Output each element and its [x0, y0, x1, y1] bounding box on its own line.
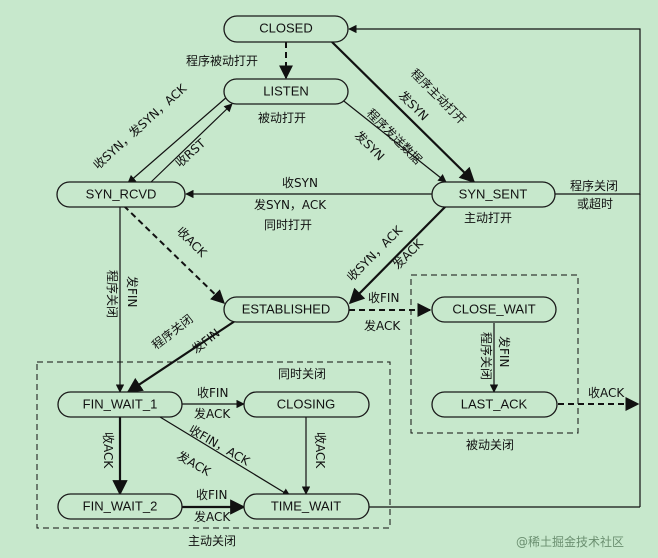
state-fin-wait-2: FIN_WAIT_2 — [57, 493, 183, 520]
label-passive-open-2: 被动打开 — [258, 111, 306, 125]
label-prog-close-timeout-1: 程序关闭 — [570, 178, 618, 193]
label-recv-ack-4: 收ACK — [313, 432, 327, 469]
label-recv-ack-2: 收ACK — [588, 386, 625, 400]
label-send-ack-5: 发ACK — [194, 509, 231, 524]
state-fin-wait-1-label: FIN_WAIT_1 — [83, 396, 158, 411]
label-recv-ack-1: 收ACK — [174, 224, 210, 260]
passive-close-box — [410, 274, 579, 434]
active-close-box — [36, 361, 391, 529]
state-closed-label: CLOSED — [259, 20, 312, 35]
edge-synrcvd-established — [123, 205, 226, 304]
label-send-ack-4: 发ACK — [175, 448, 215, 480]
state-last-ack-label: LAST_ACK — [461, 396, 528, 411]
edge-synrcvd-listen — [149, 103, 233, 184]
state-established: ESTABLISHED — [223, 296, 350, 323]
label-passive-open: 程序被动打开 — [186, 53, 258, 68]
label-recv-ack-3: 收ACK — [101, 432, 115, 469]
label-send-ack-3: 发ACK — [194, 406, 231, 421]
edge-synsent-closed — [348, 24, 641, 195]
label-recv-fin-3: 收FIN — [196, 488, 227, 502]
state-listen: LISTEN — [223, 78, 349, 105]
label-send-fin-1: 发FIN — [125, 276, 140, 307]
label-recv-synack: 收SYN，ACK — [344, 222, 406, 284]
label-recv-fin-1: 收FIN — [368, 291, 399, 305]
state-last-ack: LAST_ACK — [431, 391, 558, 418]
state-established-label: ESTABLISHED — [242, 301, 331, 316]
label-prog-close-1: 程序关闭 — [105, 270, 120, 318]
label-prog-close-timeout-2: 或超时 — [577, 196, 613, 211]
state-time-wait: TIME_WAIT — [243, 493, 370, 520]
state-syn-rcvd-label: SYN_RCVD — [86, 186, 157, 201]
label-passive-close: 被动关闭 — [466, 438, 514, 452]
state-fin-wait-2-label: FIN_WAIT_2 — [83, 498, 158, 513]
label-send-synack: 发SYN，ACK — [254, 197, 327, 212]
state-syn-rcvd: SYN_RCVD — [56, 181, 186, 208]
state-closed: CLOSED — [223, 15, 349, 43]
state-close-wait-label: CLOSE_WAIT — [452, 301, 535, 316]
edge-closed-synsent — [331, 41, 476, 184]
state-syn-sent-label: SYN_SENT — [459, 186, 528, 201]
edge-synsent-established — [348, 205, 447, 305]
label-recv-syn: 收SYN — [282, 176, 318, 190]
label-simul-close: 同时关闭 — [278, 367, 326, 381]
state-closing: CLOSING — [243, 391, 370, 418]
label-active-close: 主动关闭 — [188, 534, 236, 548]
edge-listen-synsent — [339, 97, 447, 183]
edge-listen-synrcvd — [127, 95, 229, 184]
label-send-fin-3: 发FIN — [497, 336, 512, 367]
edge-established-finwait1 — [126, 318, 239, 393]
label-recv-fin-2: 收FIN — [197, 386, 228, 400]
label-prog-close-3: 程序关闭 — [479, 332, 494, 380]
label-send-fin-2: 发FIN — [189, 325, 223, 356]
label-simul-open: 同时打开 — [264, 218, 312, 232]
state-listen-label: LISTEN — [263, 83, 309, 98]
label-recv-rst: 收RST — [173, 136, 209, 170]
state-time-wait-label: TIME_WAIT — [271, 498, 341, 513]
state-close-wait: CLOSE_WAIT — [431, 296, 557, 323]
label-active-open: 主动打开 — [464, 211, 512, 225]
watermark: @稀土掘金技术社区 — [516, 534, 624, 549]
state-syn-sent: SYN_SENT — [431, 181, 556, 208]
label-send-ack-2: 发ACK — [364, 318, 401, 333]
edge-finwait1-timewait — [159, 416, 291, 497]
state-closing-label: CLOSING — [277, 396, 336, 411]
state-fin-wait-1: FIN_WAIT_1 — [57, 391, 183, 418]
